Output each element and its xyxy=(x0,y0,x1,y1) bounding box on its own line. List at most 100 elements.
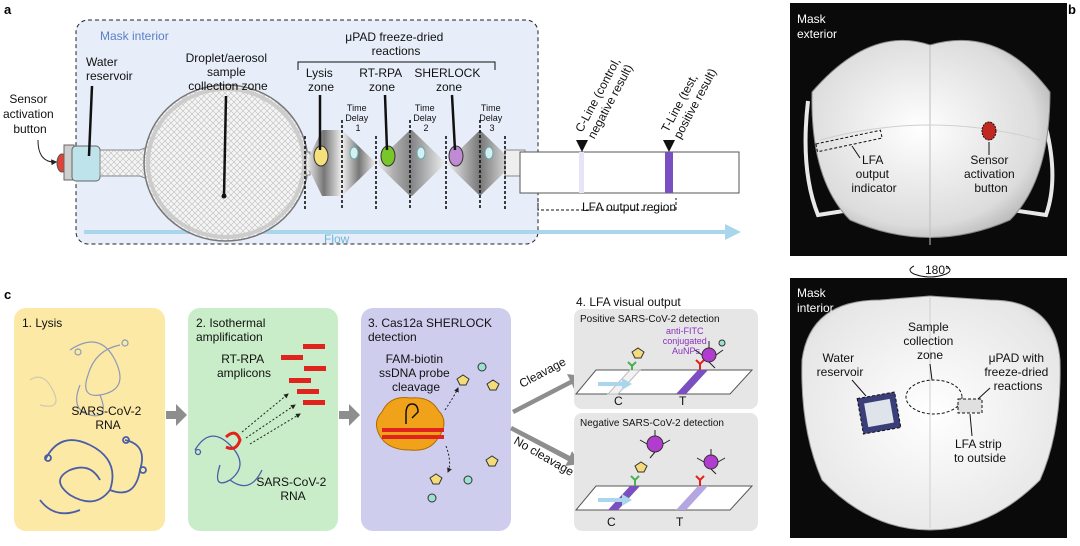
positive-t-label: T xyxy=(679,394,687,408)
panel-a-letter: a xyxy=(4,2,12,17)
upad-photo xyxy=(957,398,983,414)
water-reservoir-label: Water reservoir xyxy=(86,55,133,83)
flow-label: Flow xyxy=(324,232,350,246)
water-reservoir-photo-label: Water reservoir xyxy=(817,351,864,379)
mask-interior-label: Mask interior xyxy=(100,29,169,43)
water-reservoir-photo-inner xyxy=(864,398,894,428)
amplification-arrows xyxy=(241,393,301,445)
probe-fragments xyxy=(427,362,500,503)
step1-label: 1. Lysis xyxy=(22,316,62,330)
interior-mask xyxy=(801,295,1061,531)
cas12a-dna-1 xyxy=(382,428,444,432)
positive-c-label: C xyxy=(614,394,623,408)
time-delay-2-label: Time Delay 2 xyxy=(413,103,439,133)
sample-zone-photo-pointer xyxy=(929,363,933,381)
virus-rna-tangle-1 xyxy=(29,339,129,417)
rotation-arrow xyxy=(909,265,951,278)
step2-virus-label: SARS-CoV-2 RNA xyxy=(256,475,329,503)
positive-flow-arrowhead xyxy=(622,378,632,390)
flow-arrowhead xyxy=(725,224,741,240)
panel-b-letter: b xyxy=(1068,2,1076,17)
panel-b: b Mask exterior LFA output indicator Sen… xyxy=(790,2,1076,538)
lfa-output-indicator xyxy=(815,129,883,153)
arrow-1-2 xyxy=(166,404,187,426)
amplicon-bars xyxy=(281,344,326,405)
delay1-dot xyxy=(349,146,359,160)
exterior-label: Mask exterior xyxy=(797,12,837,41)
negative-t-label: T xyxy=(676,515,684,529)
step3-label: 3. Cas12a SHERLOCK detection xyxy=(368,316,495,344)
step1-virus-label: SARS-CoV-2 RNA xyxy=(71,404,144,432)
step2-label: 2. Isothermal amplification xyxy=(196,316,269,344)
positive-t-line xyxy=(676,370,708,394)
upad-dashed-dividers xyxy=(304,120,506,210)
cas12a-dna-2 xyxy=(382,435,444,439)
sherlock-zone-pointer xyxy=(450,94,457,151)
crrna-loop xyxy=(405,403,419,424)
step1-box xyxy=(14,308,165,531)
c-line-label: C-Line (control, negative result) xyxy=(572,52,637,141)
negative-flow-arrowhead xyxy=(622,494,632,506)
lfa-strip-photo-pointer xyxy=(969,413,973,437)
positive-label: Positive SARS-CoV-2 detection xyxy=(580,314,720,325)
step4-label: 4. LFA visual output xyxy=(576,295,681,309)
primer-binding xyxy=(224,431,242,450)
c-line xyxy=(579,152,584,193)
cleavage-branch-arrow xyxy=(512,374,582,414)
upad-photo-label: μPAD with freeze-dried reactions xyxy=(984,351,1051,393)
amplicons-label: RT-RPA amplicons xyxy=(217,352,271,380)
virus-rna-tangle-3 xyxy=(194,435,263,487)
sample-zone-photo xyxy=(905,379,963,415)
negative-box xyxy=(574,413,758,531)
cas12a-enzyme xyxy=(376,397,445,451)
sensor-button-label: Sensor activation button xyxy=(3,92,57,136)
negative-capture-complex xyxy=(630,430,726,486)
sample-zone-dot xyxy=(221,193,227,199)
interior-label: Mask interior xyxy=(797,286,834,315)
sensor-button-exterior xyxy=(981,121,997,141)
sherlock-zone-label: SHERLOCK zone xyxy=(414,66,483,94)
panel-a: a Mask interior Flow Sensor activation b… xyxy=(3,2,741,246)
panel-c: c 1. Lysis SARS-CoV-2 RNA 2. Isothermal … xyxy=(4,287,758,531)
aunps-label: anti-FITC conjugated AuNPs xyxy=(663,326,710,356)
positive-capture-complex xyxy=(627,339,726,370)
rtrpa-zone-label: RT-RPA zone xyxy=(359,66,405,94)
rotation-label: 180° xyxy=(925,263,950,277)
no-cleavage-branch-arrow xyxy=(510,426,580,466)
water-reservoir-pointer xyxy=(87,85,94,157)
lfa-indicator-label: LFA output indicator xyxy=(851,153,896,195)
negative-t-line xyxy=(676,486,708,510)
sensor-pointer xyxy=(37,139,58,166)
sensor-button-ext-label: Sensor activation button xyxy=(964,153,1018,195)
upad-photo-pointer xyxy=(977,387,991,400)
rtrpa-zone-pointer xyxy=(383,94,389,151)
exterior-mask xyxy=(803,39,1055,245)
water-reservoir-photo-pointer xyxy=(851,379,867,397)
lfa-region-label: LFA output region xyxy=(582,200,676,214)
time-delay-1-label: Time Delay 1 xyxy=(345,103,371,133)
time-delay-3-label: Time Delay 3 xyxy=(479,103,505,133)
probe-label: FAM-biotin ssDNA probe cleavage xyxy=(379,352,453,394)
step2-box xyxy=(188,308,338,531)
sample-zone-photo-label: Sample collection zone xyxy=(903,320,956,362)
upad-title: μPAD freeze-dried reactions xyxy=(345,30,446,58)
upad-bracket xyxy=(297,61,496,70)
panel-c-letter: c xyxy=(4,287,11,302)
mask-interior-box xyxy=(75,19,539,245)
collection-zone-rim xyxy=(146,87,306,239)
sample-zone-label: Droplet/aerosol sample collection zone xyxy=(186,51,271,93)
lfa-strip xyxy=(519,151,740,194)
lfa-indicator-pointer xyxy=(851,145,861,159)
lfa-region-bracket xyxy=(537,198,677,211)
sample-zone-pointer xyxy=(222,95,228,197)
sensor-button xyxy=(56,144,75,181)
t-line-marker xyxy=(663,140,675,152)
c-line-marker xyxy=(576,140,588,152)
negative-label: Negative SARS-CoV-2 detection xyxy=(580,418,724,429)
lfa-strip-photo-label: LFA strip to outside xyxy=(954,437,1006,465)
cleavage-arrow-2 xyxy=(445,445,452,473)
t-line xyxy=(665,152,673,193)
water-reservoir xyxy=(71,145,101,182)
arrow-2-3 xyxy=(339,404,360,426)
